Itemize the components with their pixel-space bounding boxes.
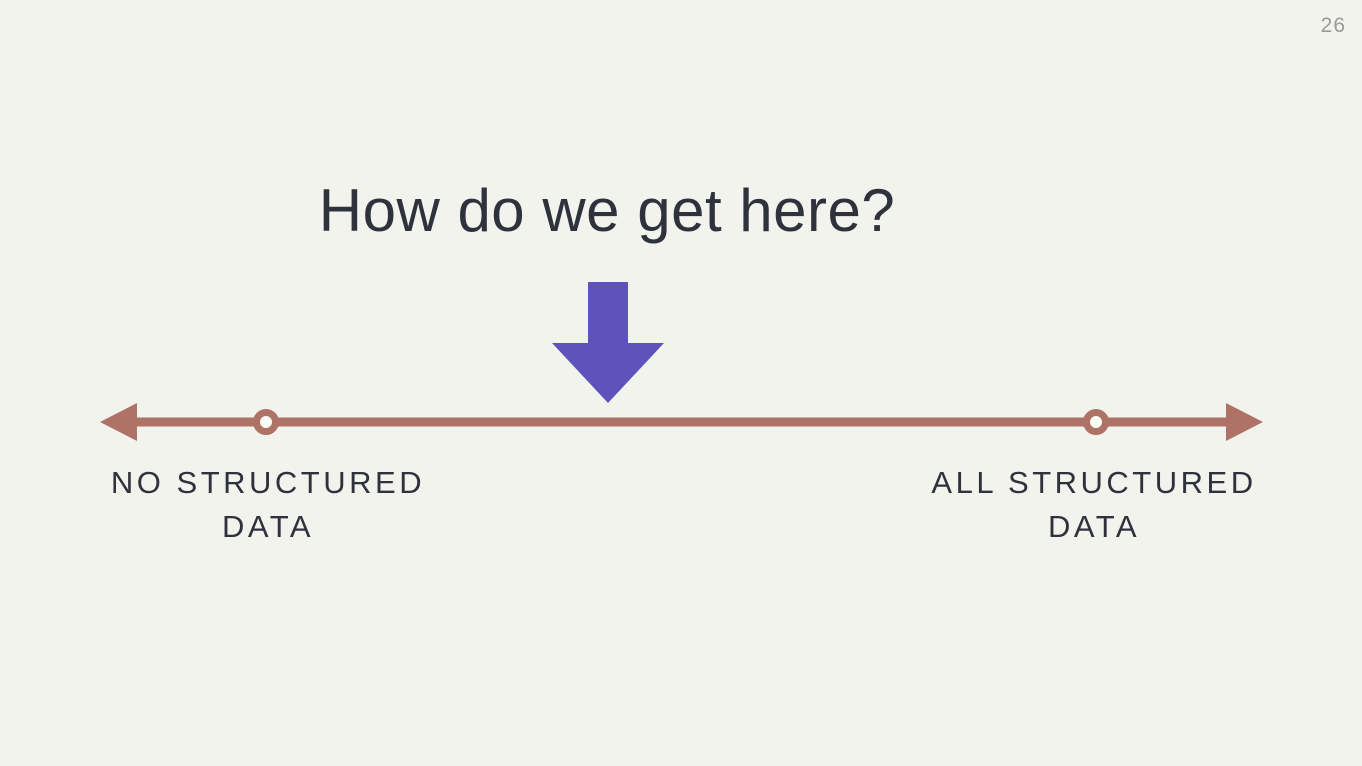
page-number: 26 (1320, 14, 1346, 37)
down-arrow-shape (552, 282, 664, 403)
axis-label-line: ALL STRUCTURED (931, 465, 1257, 500)
spectrum-axis (100, 403, 1263, 441)
slide-title: How do we get here? (318, 177, 896, 244)
axis-label-line: DATA (1047, 509, 1141, 544)
axis-label-no-structured-data: NO STRUCTURED DATA (111, 461, 425, 549)
ring-marker-icon (253, 409, 279, 435)
arrow-right-icon (1226, 403, 1263, 441)
axis-label-line: NO STRUCTURED (110, 465, 426, 500)
axis-label-line: DATA (221, 509, 315, 544)
down-arrow-icon (552, 282, 664, 403)
ring-marker-icon (1083, 409, 1109, 435)
arrow-left-icon (100, 403, 137, 441)
axis-label-all-structured-data: ALL STRUCTURED DATA (931, 461, 1256, 549)
